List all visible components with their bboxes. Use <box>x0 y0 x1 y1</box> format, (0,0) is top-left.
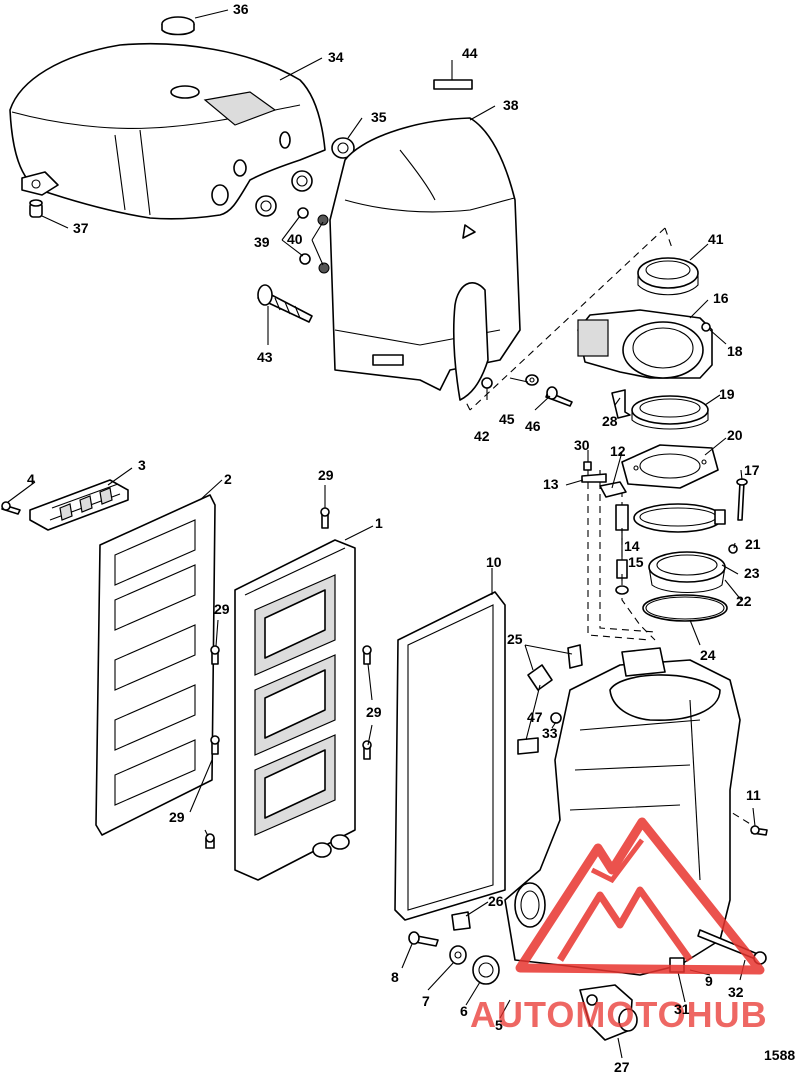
engine-cover-part <box>329 117 521 401</box>
o-ring-part <box>642 594 728 622</box>
callout-43: 43 <box>257 349 273 365</box>
callout-6: 6 <box>460 1003 468 1019</box>
callout-29: 29 <box>214 601 230 617</box>
callout-37: 37 <box>73 220 89 236</box>
washer-part <box>525 374 539 386</box>
callout-12: 12 <box>610 443 626 459</box>
callout-34: 34 <box>328 49 344 65</box>
callout-29: 29 <box>318 467 334 483</box>
callout-42: 42 <box>474 428 490 444</box>
label-part <box>433 79 473 90</box>
rubber-ring-part <box>637 257 699 296</box>
adapter-part <box>648 551 726 593</box>
left-gasket-part <box>95 494 216 836</box>
callout-19: 19 <box>719 386 735 402</box>
watermark-text: AUTOMOTOHUB <box>470 994 768 1035</box>
callout-31: 31 <box>674 1001 690 1017</box>
callout-8: 8 <box>391 969 399 985</box>
callout-29: 29 <box>169 809 185 825</box>
callout-3: 3 <box>138 457 146 473</box>
callout-27: 27 <box>614 1059 630 1075</box>
callout-13: 13 <box>543 476 559 492</box>
callout-32: 32 <box>728 984 744 1000</box>
clip-part-26 <box>451 911 471 931</box>
bolt-part-8 <box>408 931 439 947</box>
callout-45: 45 <box>499 411 515 427</box>
callout-29: 29 <box>366 704 382 720</box>
callout-40: 40 <box>287 231 303 247</box>
callout-35: 35 <box>371 109 387 125</box>
callout-7: 7 <box>422 993 430 1009</box>
callout-20: 20 <box>727 427 743 443</box>
top-cover-part <box>9 42 326 220</box>
screw-part-4 <box>1 501 21 515</box>
stud-part <box>257 284 313 323</box>
callout-21: 21 <box>745 536 761 552</box>
reed-block-part <box>29 479 129 531</box>
callout-10: 10 <box>486 554 502 570</box>
figure-number: 1588 <box>764 1047 795 1063</box>
callout-44: 44 <box>462 45 478 61</box>
sensor-group <box>581 461 629 595</box>
watermark-logo <box>515 817 765 975</box>
callout-26: 26 <box>488 893 504 909</box>
callout-1: 1 <box>375 515 383 531</box>
callout-39: 39 <box>254 234 270 250</box>
long-bolt-part <box>736 478 748 521</box>
callout-4: 4 <box>27 471 35 487</box>
callout-11: 11 <box>746 787 761 803</box>
clamp-ring-part <box>631 395 709 430</box>
callout-18: 18 <box>727 343 743 359</box>
callout-17: 17 <box>744 462 760 478</box>
center-gasket-part <box>394 591 506 921</box>
callout-33: 33 <box>542 725 558 741</box>
clip-parts <box>517 644 583 755</box>
leader-lines <box>7 9 756 1059</box>
gasket-plate-part <box>621 444 719 489</box>
callout-2: 2 <box>224 471 232 487</box>
callout-36: 36 <box>233 1 249 17</box>
callout-25: 25 <box>507 631 523 647</box>
callout-38: 38 <box>503 97 519 113</box>
throttle-body-part <box>577 309 713 379</box>
callout-28: 28 <box>602 413 618 429</box>
small-screw-part <box>728 544 738 554</box>
washer-part-7 <box>449 945 467 965</box>
cover-grommets <box>255 137 355 217</box>
callout-41: 41 <box>708 231 724 247</box>
callout-46: 46 <box>525 418 541 434</box>
callout-9: 9 <box>705 973 713 989</box>
nuts-washers <box>297 207 330 274</box>
grommet-part <box>29 199 43 218</box>
callout-16: 16 <box>713 290 729 306</box>
bracket-part <box>611 389 631 419</box>
callout-30: 30 <box>574 437 590 453</box>
callout-47: 47 <box>527 709 543 725</box>
intake-manifold-part <box>234 539 356 881</box>
callout-14: 14 <box>624 538 640 554</box>
clamp-band-part <box>633 503 726 533</box>
callout-22: 22 <box>736 593 752 609</box>
nut-part <box>481 377 493 389</box>
cap-part <box>161 16 195 36</box>
valve-part-27 <box>579 984 638 1041</box>
callout-15: 15 <box>628 554 644 570</box>
callout-23: 23 <box>744 565 760 581</box>
screw-part-11 <box>750 825 768 836</box>
grommet-part-6 <box>472 955 500 985</box>
small-nut-part <box>701 322 711 332</box>
callout-5: 5 <box>495 1017 503 1033</box>
callout-24: 24 <box>700 647 716 663</box>
